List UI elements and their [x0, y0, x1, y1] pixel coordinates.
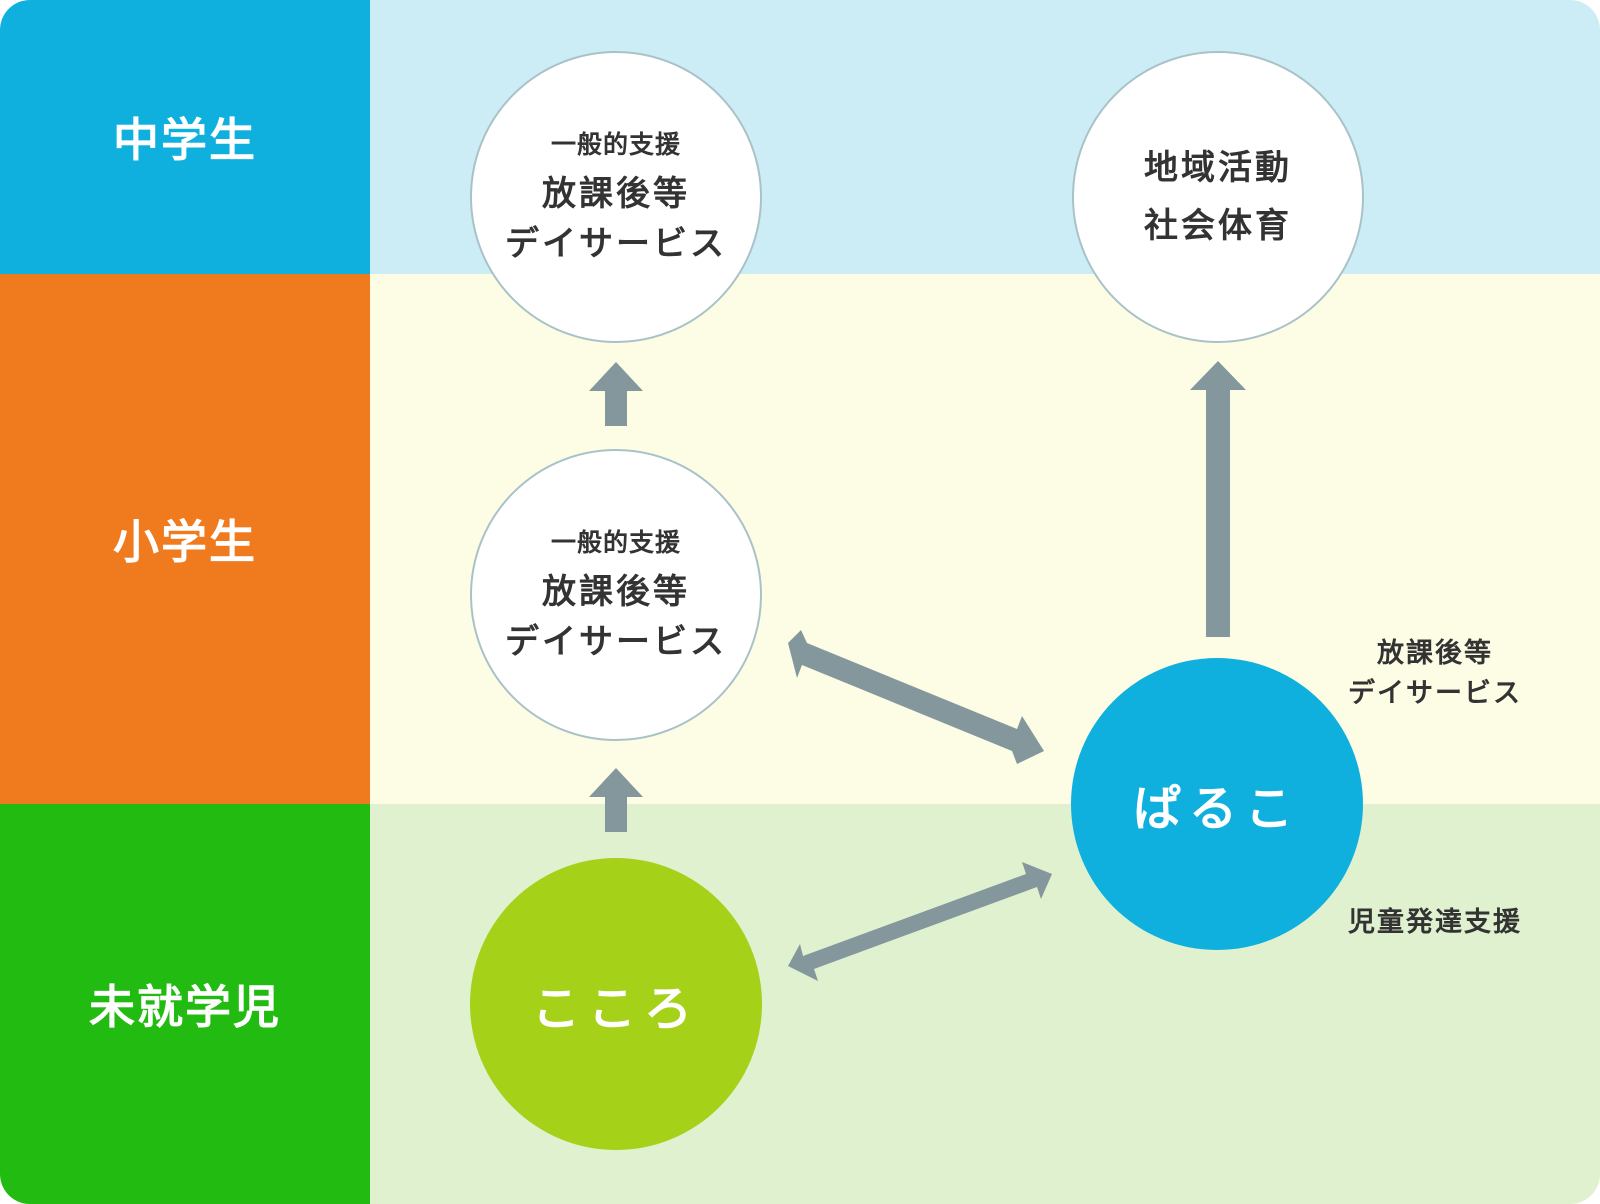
arrow-elementary-to-junior [589, 362, 643, 426]
row-label-preschool: 未就学児 [0, 804, 370, 1204]
community-node-title: 地域活動 社会体育 [1144, 139, 1292, 255]
elementary-after-school-day-service-node: 一般的支援 放課後等 デイサービス [470, 449, 762, 741]
junior-node-line2: デイサービス [505, 224, 727, 264]
community-node-line1: 地域活動 [1144, 148, 1292, 188]
elementary-node-line2: デイサービス [505, 622, 727, 662]
elementary-node-line1: 放課後等 [542, 572, 690, 612]
kokoro-node: こころ [470, 858, 762, 1150]
junior-node-line1: 放課後等 [542, 174, 690, 214]
paruko-after-school-service-label: 放課後等 デイサービス [1330, 634, 1540, 714]
row-label-junior-high: 中学生 [0, 0, 370, 274]
paruko-service-line2: デイサービス [1348, 678, 1522, 709]
row-label-elementary: 小学生 [0, 274, 370, 804]
paruko-service-line1: 放課後等 [1377, 638, 1493, 669]
arrow-kokoro-paruko [788, 862, 1052, 981]
junior-node-title: 放課後等 デイサービス [505, 169, 727, 269]
community-node-line2: 社会体育 [1144, 206, 1292, 246]
paruko-child-development-support-label: 児童発達支援 [1348, 907, 1522, 938]
kokoro-node-label: こころ [531, 981, 700, 1037]
arrow-kokoro-to-elementary [589, 768, 643, 832]
arrow-elementary-paruko [788, 630, 1044, 764]
elementary-node-category: 一般的支援 [550, 528, 681, 557]
junior-node-category: 一般的支援 [550, 130, 681, 159]
community-activity-node: 地域活動 社会体育 [1072, 51, 1364, 343]
paruko-node: ぱるこ [1071, 658, 1363, 950]
paruko-node-label: ぱるこ [1132, 781, 1301, 837]
elementary-node-title: 放課後等 デイサービス [505, 567, 727, 667]
arrow-paruko-to-community [1190, 361, 1246, 637]
junior-after-school-day-service-node: 一般的支援 放課後等 デイサービス [470, 51, 762, 343]
